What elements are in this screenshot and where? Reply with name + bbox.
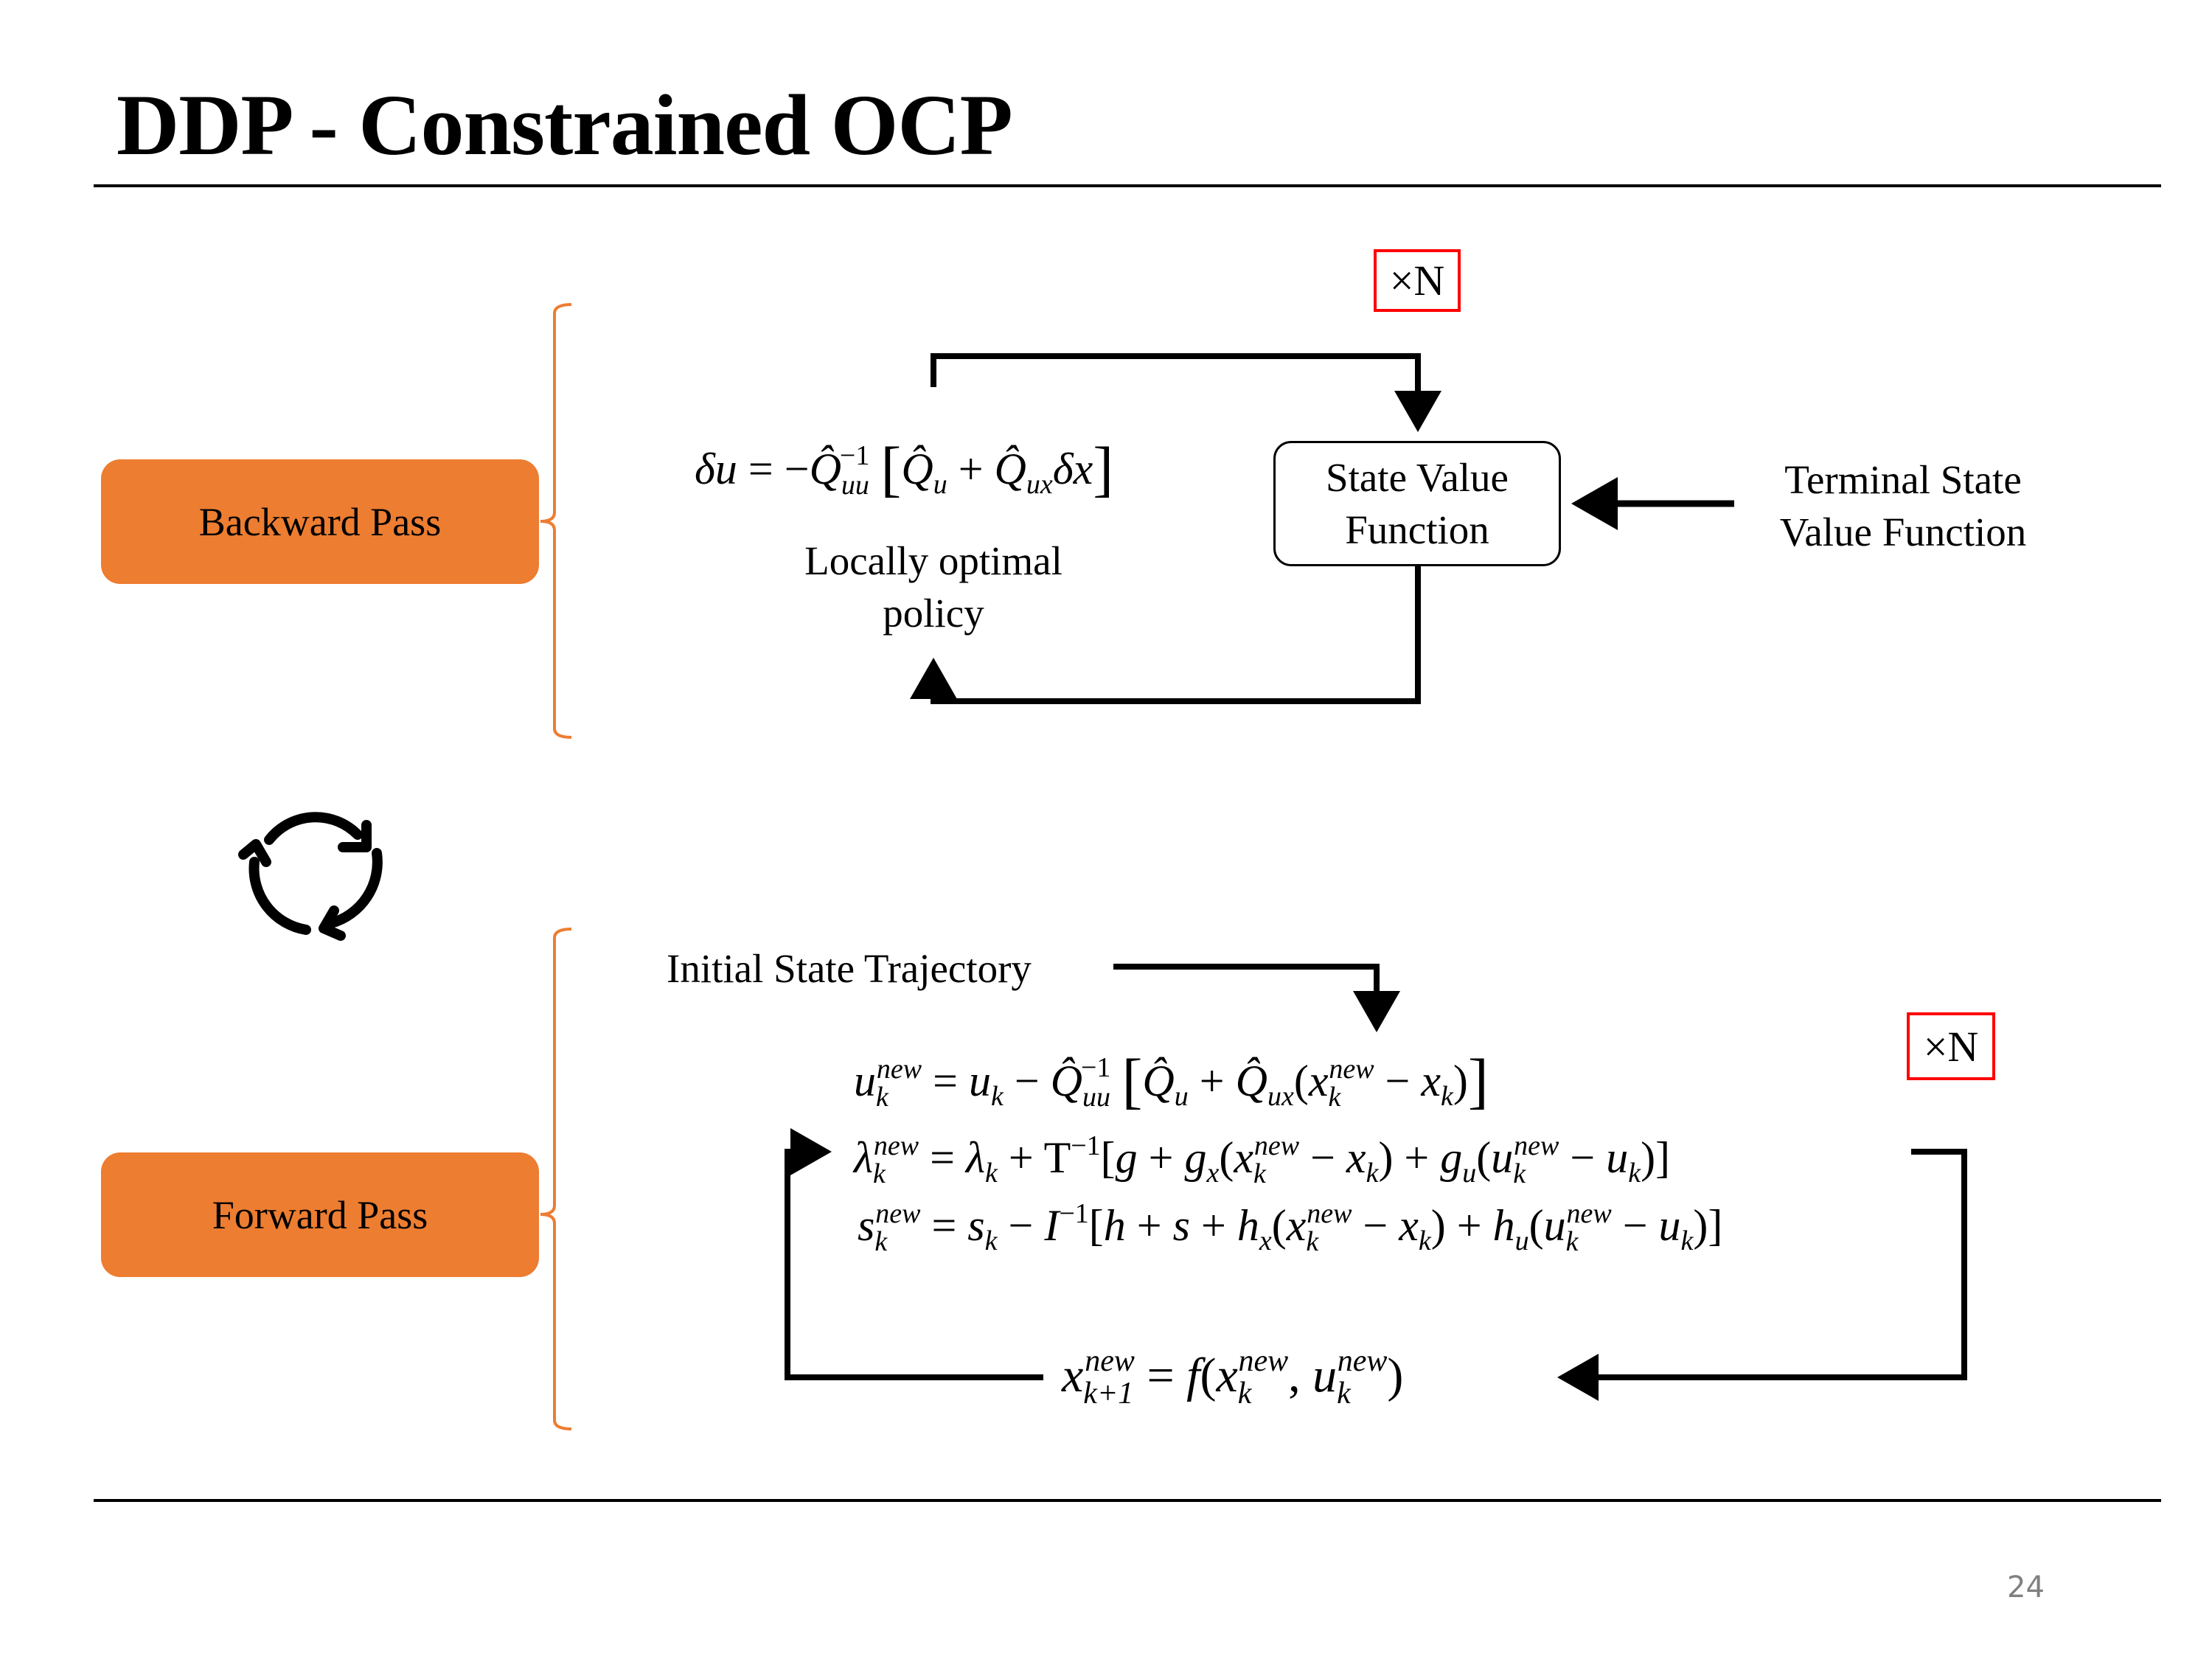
backward-repeat-badge: ×N <box>1374 249 1461 312</box>
slide-title: DDP - Constrained OCP <box>116 77 1013 173</box>
policy-caption: Locally optimal policy <box>786 535 1081 639</box>
multiplier-to-state-arrow <box>1557 1149 1967 1401</box>
state-value-line1: State Value <box>1326 455 1509 500</box>
forward-repeat-badge: ×N <box>1907 1012 1995 1080</box>
state-rollout-equation: xk+1new = f(xknew, uknew) <box>1062 1344 1404 1411</box>
cycle-arrows-icon <box>238 812 383 941</box>
backward-brace <box>540 303 572 739</box>
terminal-line1: Terminal State <box>1784 457 2022 502</box>
initial-trajectory-label: Initial State Trajectory <box>667 946 1032 991</box>
forward-pass-label: Forward Pass <box>212 1192 428 1237</box>
policy-caption-line1: Locally optimal <box>804 538 1062 583</box>
policy-caption-line2: policy <box>883 591 984 636</box>
state-to-multiplier-arrow <box>785 1128 1043 1380</box>
multiplier-update-equation: λknew = λk + T−1[g + gx(xknew − xk) + gu… <box>854 1130 1671 1189</box>
backward-repeat-label: ×N <box>1389 257 1445 305</box>
terminal-line2: Value Function <box>1779 509 2027 554</box>
backward-pass-box: Backward Pass <box>101 459 539 584</box>
state-value-line2: Function <box>1345 507 1489 552</box>
control-update-equation: uknew = uk − Q̂uu−1 [Q̂u + Q̂ux(xknew − … <box>854 1047 1489 1116</box>
value-to-policy-arrow <box>910 566 1421 704</box>
initial-trajectory-arrow <box>1113 964 1400 1032</box>
state-value-function-box: State Value Function <box>1273 441 1561 566</box>
forward-brace <box>540 928 572 1430</box>
terminal-value-label: Terminal State Value Function <box>1756 453 2051 558</box>
policy-to-value-arrow <box>931 353 1441 432</box>
backward-pass-label: Backward Pass <box>198 499 442 544</box>
page-number: 24 <box>2007 1571 2045 1604</box>
footer-divider <box>94 1499 2161 1502</box>
policy-equation: δu = −Q̂uu−1 [Q̂u + Q̂uxδx] <box>695 435 1114 504</box>
title-divider <box>94 184 2161 187</box>
forward-pass-box: Forward Pass <box>101 1152 539 1277</box>
slack-update-equation: sknew = sk − I−1[h + s + hx(xknew − xk) … <box>858 1198 1723 1257</box>
forward-repeat-label: ×N <box>1923 1022 1979 1071</box>
